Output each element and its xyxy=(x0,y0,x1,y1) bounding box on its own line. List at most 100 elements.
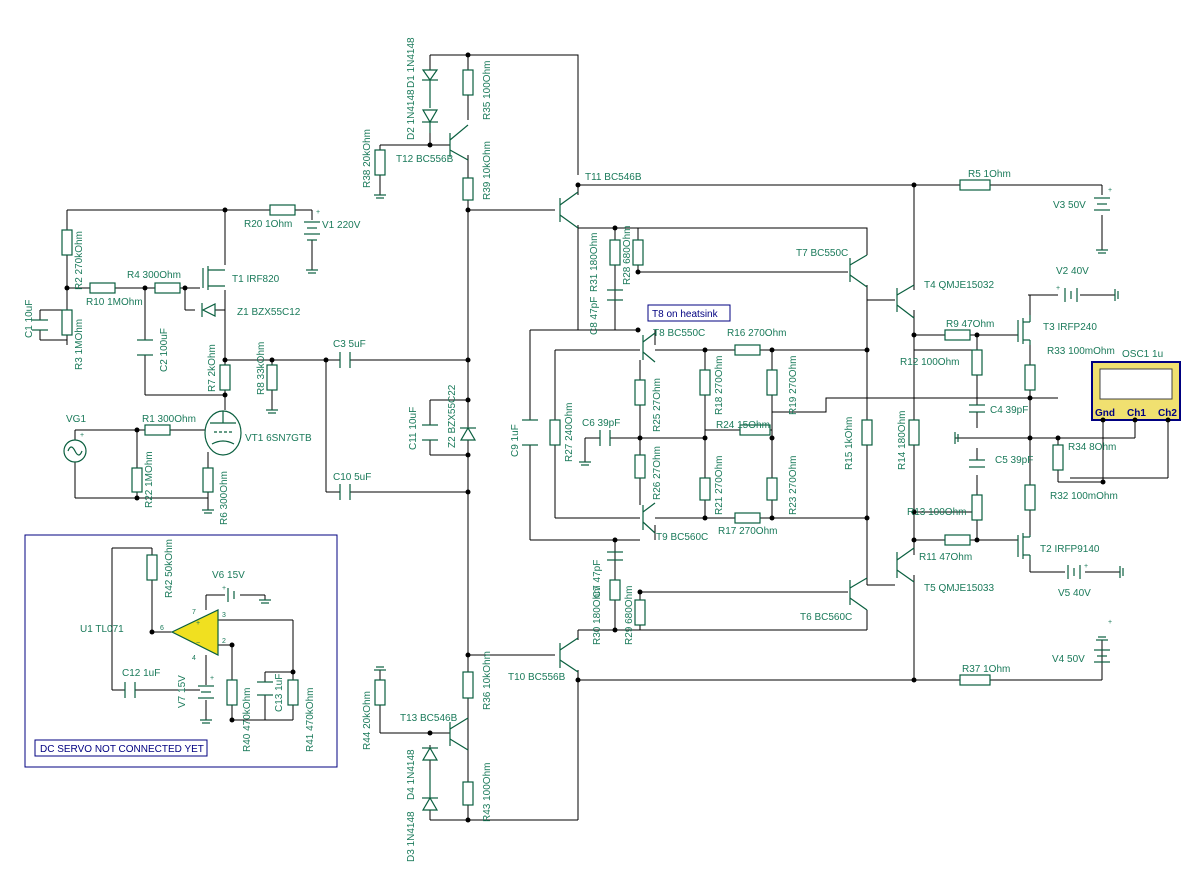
pin-6: 6 xyxy=(160,625,164,632)
label-c13: C13 1uF xyxy=(274,674,285,712)
pin-4: 4 xyxy=(192,655,196,662)
label-r25: R25 27Ohm xyxy=(652,378,663,432)
r9-body xyxy=(944,329,971,341)
r42-body xyxy=(146,554,158,581)
svg-text:+: + xyxy=(316,209,320,216)
label-r29: R29 680Ohm xyxy=(624,586,635,645)
r25-body xyxy=(634,379,646,406)
r26-body xyxy=(634,454,646,479)
pin-7: 7 xyxy=(192,609,196,616)
label-v7: V7 15V xyxy=(177,675,188,708)
r39-body xyxy=(462,177,474,201)
r29-body xyxy=(634,599,646,626)
r18-body xyxy=(699,369,711,396)
label-t12: T12 BC556B xyxy=(396,154,454,165)
r11-body xyxy=(944,534,971,546)
label-t2: T2 IRFP9140 xyxy=(1040,544,1100,555)
pin-3: 3 xyxy=(222,612,226,619)
r32-body xyxy=(1024,484,1036,511)
label-r11: R11 47Ohm xyxy=(919,552,972,563)
r38-body xyxy=(374,149,386,176)
svg-text:+: + xyxy=(222,585,226,592)
junctions xyxy=(64,52,1106,823)
r43-body xyxy=(462,781,474,806)
label-r6: R6 300Ohm xyxy=(219,471,230,525)
label-v3: V3 50V xyxy=(1053,200,1086,211)
r34-body xyxy=(1052,444,1064,471)
r10-body xyxy=(89,282,116,294)
label-v5: V5 40V xyxy=(1058,588,1091,599)
label-r27: R27 240Ohm xyxy=(564,403,575,462)
label-r7: R7 2kOhm xyxy=(207,344,218,392)
oscilloscope-osc1 xyxy=(1091,361,1181,423)
label-z1: Z1 BZX55C12 xyxy=(237,307,301,318)
r2-body xyxy=(61,229,73,256)
label-v6: V6 15V xyxy=(212,570,245,581)
osc-pin-gnd: Gnd xyxy=(1095,408,1115,419)
label-r12: R12 100Ohm xyxy=(900,357,959,368)
label-v1: V1 220V xyxy=(322,220,361,231)
label-c1: C1 10uF xyxy=(24,300,35,338)
label-r1: R1 300Ohm xyxy=(142,414,196,425)
grounds xyxy=(200,194,1124,724)
label-c6: C6 39pF xyxy=(582,418,620,429)
c7-area xyxy=(609,579,621,601)
r28-body xyxy=(632,239,644,266)
label-r44: R44 20kOhm xyxy=(362,691,373,750)
svg-text:+: + xyxy=(196,620,200,627)
servo-box xyxy=(24,534,338,768)
label-t3: T3 IRFP240 xyxy=(1043,322,1097,333)
r41-body xyxy=(287,679,299,706)
label-r28: R28 680Ohm xyxy=(622,226,633,285)
servo-note-box xyxy=(34,739,208,757)
label-vt1: VT1 6SN7GTB xyxy=(245,433,312,444)
label-r33: R33 100mOhm xyxy=(1047,346,1115,357)
label-v4: V4 50V xyxy=(1052,654,1085,665)
label-c10: C10 5uF xyxy=(333,472,371,483)
label-t1: T1 IRF820 xyxy=(232,274,280,285)
label-r22: R22 1MOhm xyxy=(144,451,155,508)
label-t6: T6 BC560C xyxy=(800,612,852,623)
label-r20: R20 1Ohm xyxy=(244,219,292,230)
label-c8: C8 47pF xyxy=(589,297,600,335)
r22-body xyxy=(131,467,143,493)
svg-text:+: + xyxy=(210,675,214,682)
label-r9: R9 47Ohm xyxy=(946,319,994,330)
label-r19: R19 270Ohm xyxy=(788,356,799,415)
label-vg1: VG1 xyxy=(66,414,86,425)
label-r3: R3 1MOhm xyxy=(74,319,85,370)
label-r41: R41 470kOhm xyxy=(305,688,316,752)
label-r35: R35 100Ohm xyxy=(482,61,493,120)
label-z2: Z2 BZX55C22 xyxy=(447,384,458,448)
label-c7: C7 47pF xyxy=(592,560,603,598)
label-r15: R15 1kOhm xyxy=(844,417,855,470)
osc-pin-ch1: Ch1 xyxy=(1127,408,1146,419)
label-c12: C12 1uF xyxy=(122,668,160,679)
label-r32: R32 100mOhm xyxy=(1050,491,1118,502)
r33-body xyxy=(1024,364,1036,391)
svg-text:−: − xyxy=(196,640,200,647)
label-r13: R13 100Ohm xyxy=(907,507,966,518)
label-r17: R17 270Ohm xyxy=(718,526,777,537)
servo-note: DC SERVO NOT CONNECTED YET xyxy=(40,744,204,755)
label-t9: T9 BC560C xyxy=(656,532,708,543)
label-r2: R2 270kOhm xyxy=(74,231,85,290)
label-r16: R16 270Ohm xyxy=(727,328,786,339)
label-d4: D4 1N4148 xyxy=(406,749,417,800)
pin-2: 2 xyxy=(222,638,226,645)
r17-body xyxy=(734,512,761,524)
label-c3: C3 5uF xyxy=(333,339,366,350)
resistors xyxy=(61,69,1064,806)
label-c4: C4 39pF xyxy=(990,405,1028,416)
transistors xyxy=(202,124,1031,751)
r4-body xyxy=(154,282,181,294)
sources xyxy=(63,197,1110,699)
svg-text:+: + xyxy=(80,432,84,439)
osc-pin-ch2: Ch2 xyxy=(1158,408,1177,419)
r6-body xyxy=(202,467,214,493)
label-r18: R18 270Ohm xyxy=(714,356,725,415)
label-d2: D2 1N4148 xyxy=(406,89,417,140)
label-r42: R42 50kOhm xyxy=(164,539,175,598)
r1-body xyxy=(144,424,171,436)
